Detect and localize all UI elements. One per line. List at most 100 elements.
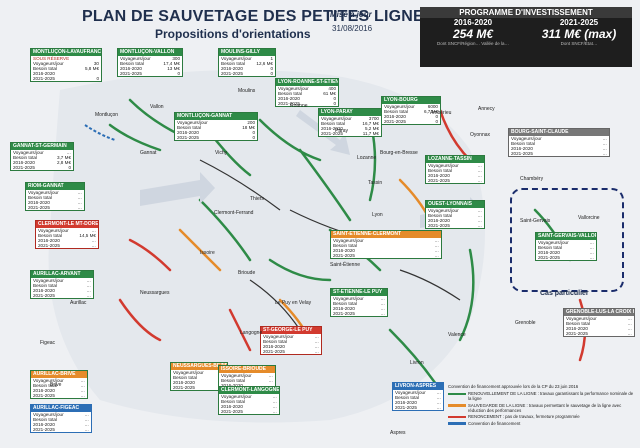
row-label: Besoin total — [33, 417, 58, 422]
row-value: … — [477, 163, 482, 168]
row-value: … — [380, 301, 385, 306]
row-value: … — [77, 195, 82, 200]
row-label: Besoin total — [33, 383, 58, 388]
line-box-lyon-roanne: LYON-ROANNE-ST-ÉTIENNEVoyageurs/jour400B… — [275, 78, 339, 107]
row-value: 2,8 M€ — [56, 160, 71, 165]
town-label: Moulins — [238, 88, 256, 94]
row-label: 2021-2025 — [173, 385, 195, 390]
row-label: 2016-2020 — [321, 126, 343, 131]
row-label: 2016-2020 — [278, 96, 300, 101]
legend-swatch — [448, 392, 466, 395]
row-label: Besoin total — [333, 301, 358, 306]
row-value: 3700 — [368, 116, 379, 121]
line-box-title: ST-ETIENNE-LE PUY — [331, 289, 387, 296]
row-label: 2021-2025 — [428, 178, 450, 183]
legend-convention: Convention de financement approuvée lors… — [448, 384, 579, 389]
cas-particulier-label: Cas particulier — [540, 290, 589, 297]
row-label: Voyageurs/jour — [221, 373, 252, 378]
line-box-title: MONTLUÇON-GANNAT — [175, 113, 257, 120]
row-label: 2016-2020 — [120, 66, 142, 71]
programme-period: 2021-2025 311 M€ (max) Dont SNCF/État… — [526, 18, 632, 46]
town-label: Annecy — [478, 106, 495, 112]
row-label: Voyageurs/jour — [221, 56, 252, 61]
line-box-title: AURILLAC-ARVANT — [31, 271, 93, 278]
row-value: … — [380, 296, 385, 301]
row-label: 2021-2025 — [13, 165, 35, 170]
line-box-title: LYON-PARAY — [319, 109, 381, 116]
period-amount: 254 M€ — [452, 27, 494, 41]
row-value: … — [80, 378, 85, 383]
row-value: … — [314, 349, 319, 354]
legend: Convention de financement approuvée lors… — [448, 384, 636, 427]
row-label: 2021-2025 — [395, 405, 417, 410]
row-label: 2016-2020 — [395, 400, 417, 405]
row-value: 0 — [270, 66, 273, 71]
page-subtitle: Propositions d'orientations — [155, 27, 311, 41]
line-box-row: Voyageurs/jour… — [36, 228, 98, 233]
row-value: … — [436, 390, 441, 395]
row-value: 11,7 M€ — [362, 131, 379, 136]
line-box-title: MONTLUÇON-LAVAUFRANCHE — [31, 49, 101, 56]
town-label: Montluçon — [95, 112, 119, 118]
line-box-row: 2021-2025… — [31, 393, 87, 398]
row-label: Voyageurs/jour — [173, 370, 204, 375]
line-box-row: Voyageurs/jour… — [31, 412, 91, 417]
row-value: … — [86, 283, 91, 288]
row-value: … — [380, 306, 385, 311]
row-value: 12,6 M€ — [256, 61, 273, 66]
line-box-title: LIVRON-ASPRES — [393, 383, 443, 390]
row-value: 0 — [333, 96, 336, 101]
line-box-row: 2021-2025… — [426, 178, 484, 183]
row-label: Besoin total — [221, 399, 246, 404]
row-label: Voyageurs/jour — [384, 104, 415, 109]
line-box-row: Besoin total… — [261, 339, 321, 344]
row-label: Besoin total — [33, 66, 58, 71]
row-value: 30 — [93, 61, 99, 66]
row-value: … — [436, 395, 441, 400]
cas-particulier-frame — [510, 188, 624, 292]
line-box-row: Voyageurs/jour… — [426, 163, 484, 168]
town-label: Issoire — [200, 250, 215, 256]
row-value: … — [77, 200, 82, 205]
line-box-row: 2016-2020… — [509, 146, 609, 151]
line-box-row: 2016-2020… — [426, 173, 484, 178]
town-label: Tassin — [368, 180, 383, 186]
row-value: … — [84, 427, 89, 432]
row-value: … — [589, 240, 594, 245]
row-label: Besoin total — [511, 141, 536, 146]
row-value: 18 M€ — [242, 125, 255, 130]
line-box-row: 2016-2020 0 — [276, 96, 338, 101]
line-box-title: CLERMONT-LANGOGNE — [219, 387, 279, 394]
row-label: Besoin total — [263, 339, 288, 344]
row-label: 2016-2020 — [263, 344, 285, 349]
row-label: 2016-2020 — [177, 130, 199, 135]
line-box-title: GRENOBLE-LUS-LA CROIX HAUTE — [564, 309, 634, 316]
line-box-row: 2016-2020… — [36, 238, 98, 243]
row-value: 0 — [252, 130, 255, 135]
line-box-row: Voyageurs/jour… — [331, 238, 441, 243]
line-box-row: Voyageurs/jour… — [219, 394, 279, 399]
town-label: Saint-Étienne — [330, 262, 361, 268]
town-label: Bourg-en-Bresse — [380, 150, 418, 156]
line-box-title: MONTLUÇON-VALLON — [118, 49, 182, 56]
row-value: … — [86, 293, 91, 298]
row-value: … — [627, 316, 632, 321]
row-value: … — [627, 326, 632, 331]
row-label: Voyageurs/jour — [33, 412, 64, 417]
row-label: Besoin total — [120, 61, 145, 66]
line-box-row: 2021-2025… — [261, 349, 321, 354]
row-value: … — [272, 404, 277, 409]
row-value: … — [627, 331, 632, 336]
